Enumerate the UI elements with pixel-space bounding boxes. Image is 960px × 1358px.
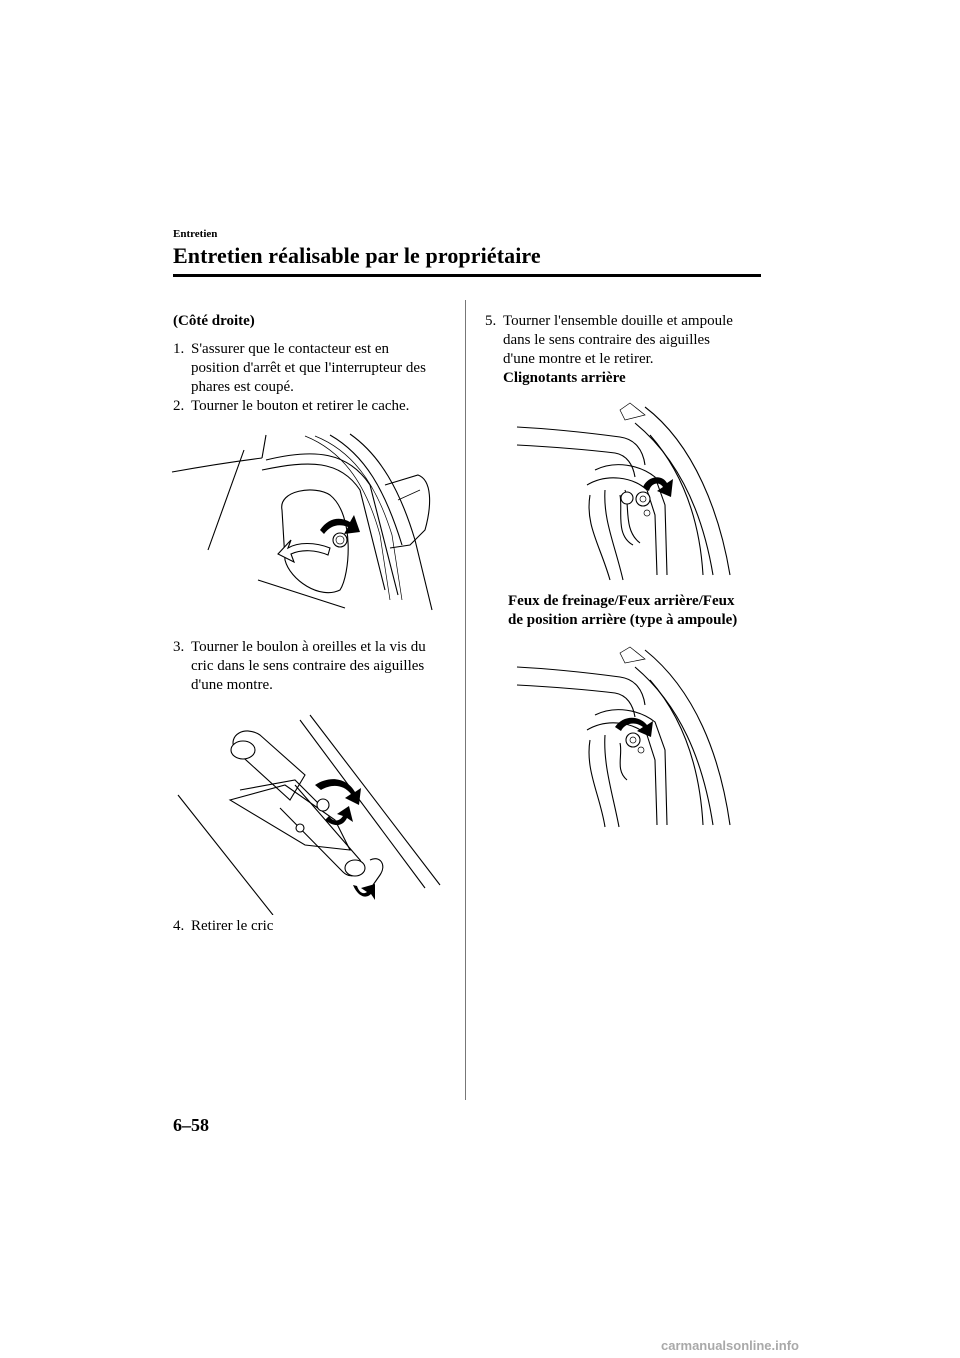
step-1-line-1: S'assurer que le contacteur est en xyxy=(191,341,390,357)
caption-brake-line-1: Feux de freinage/Feux arrière/Feux xyxy=(508,593,735,609)
watermark: carmanualsonline.info xyxy=(661,1338,799,1353)
caption-brake-line-2: de position arrière (type à ampoule) xyxy=(508,612,738,628)
figure-cover-removal-lines xyxy=(171,433,433,611)
column-divider xyxy=(465,300,466,1100)
step-2-number: 2. xyxy=(173,398,185,414)
step-2: 2. Tourner le bouton et retirer le cache. xyxy=(173,397,463,416)
subheading-right-side: (Côté droite) xyxy=(173,313,255,329)
figure-jack-removal-lines xyxy=(177,714,441,915)
step-5-number: 5. xyxy=(485,313,497,329)
figure-turn-signal-lines xyxy=(516,402,731,581)
section-title: Entretien réalisable par le propriétaire xyxy=(173,243,541,268)
figure-brake-light-socket xyxy=(516,646,731,828)
figure-jack-removal xyxy=(177,714,441,915)
step-4-line-1: Retirer le cric xyxy=(191,918,274,934)
figure-turn-signal-socket xyxy=(516,402,731,581)
step-3-line-3: d'une montre. xyxy=(191,677,273,693)
step-5-line-1: Tourner l'ensemble douille et ampoule xyxy=(503,313,733,329)
step-3-line-1: Tourner le boulon à oreilles et la vis d… xyxy=(191,639,426,655)
title-rule xyxy=(173,274,761,277)
step-3: 3. Tourner le boulon à oreilles et la vis… xyxy=(173,638,463,695)
figure-brake-light-lines xyxy=(516,646,731,828)
step-3-number: 3. xyxy=(173,639,185,655)
step-5: 5.Tourner l'ensemble douille et ampoule … xyxy=(485,312,765,388)
step-1-number: 1. xyxy=(173,341,185,357)
step-4: 4. Retirer le cric xyxy=(173,917,463,936)
caption-brake-tail-lights: Feux de freinage/Feux arrière/Feux de po… xyxy=(508,592,768,630)
figure-cover-removal xyxy=(171,433,433,611)
page-number: 6–58 xyxy=(173,1115,209,1135)
step-1-line-3: phares est coupé. xyxy=(191,379,294,395)
section-label: Entretien xyxy=(173,228,218,240)
caption-rear-turn-signals: Clignotants arrière xyxy=(503,370,626,386)
step-4-number: 4. xyxy=(173,918,185,934)
step-2-line-1: Tourner le bouton et retirer le cache. xyxy=(191,398,410,414)
step-5-line-2: dans le sens contraire des aiguilles xyxy=(503,332,711,348)
step-3-line-2: cric dans le sens contraire des aiguille… xyxy=(191,658,425,674)
step-1-line-2: position d'arrêt et que l'interrupteur d… xyxy=(191,360,426,376)
step-1: 1. S'assurer que le contacteur est en pos… xyxy=(173,340,463,397)
step-5-line-3: d'une montre et le retirer. xyxy=(503,351,654,367)
